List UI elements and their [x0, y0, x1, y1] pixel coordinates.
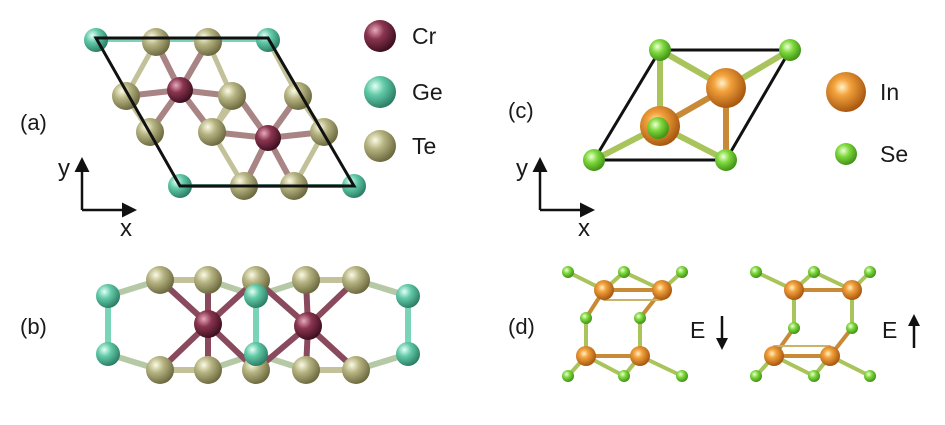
panel-b-label: (b)	[20, 314, 47, 339]
field-down-text: E	[690, 317, 705, 343]
panel-c-atoms	[583, 39, 801, 171]
legend-se-label: Se	[880, 141, 908, 167]
legend-cr-swatch	[364, 20, 396, 52]
panel-d-structure-e-up	[750, 266, 876, 382]
legend-te-label: Te	[412, 133, 436, 159]
legend-se-swatch	[835, 143, 857, 165]
panel-c-label: (c)	[508, 98, 534, 123]
legend-ge-swatch	[364, 76, 396, 108]
axis-y-label-left: y	[58, 155, 70, 182]
axes-right: y x	[516, 155, 595, 242]
panel-d-label: (d)	[508, 314, 535, 339]
arrow-down-icon	[716, 316, 728, 350]
panel-a-structure	[84, 28, 366, 200]
legend-ge-label: Ge	[412, 79, 443, 105]
panel-c-bonds	[591, 47, 793, 163]
axis-x-label-left: x	[120, 215, 132, 242]
te-ge-bonds	[123, 37, 327, 189]
legend-in-swatch	[826, 72, 866, 112]
field-label-up: E	[882, 314, 920, 348]
legend-cr-label: Cr	[412, 23, 437, 49]
axis-y-label-right: y	[516, 155, 528, 182]
panel-b-atoms	[96, 266, 420, 384]
field-label-down: E	[690, 316, 728, 350]
legend-in-label: In	[880, 79, 899, 105]
legend-te-swatch	[364, 130, 396, 162]
field-up-text: E	[882, 317, 897, 343]
axis-x-label-right: x	[578, 215, 590, 242]
panel-c-structure	[583, 39, 801, 171]
arrow-up-icon	[908, 314, 920, 348]
legend-left: Cr Ge Te	[364, 20, 443, 162]
panel-b-structure	[96, 266, 420, 384]
panel-d-structure-e-down	[562, 266, 688, 382]
axes-left: y x	[58, 155, 137, 242]
unit-cell-a	[93, 36, 357, 188]
legend-right: In Se	[826, 72, 908, 167]
panel-a-label: (a)	[20, 110, 47, 135]
